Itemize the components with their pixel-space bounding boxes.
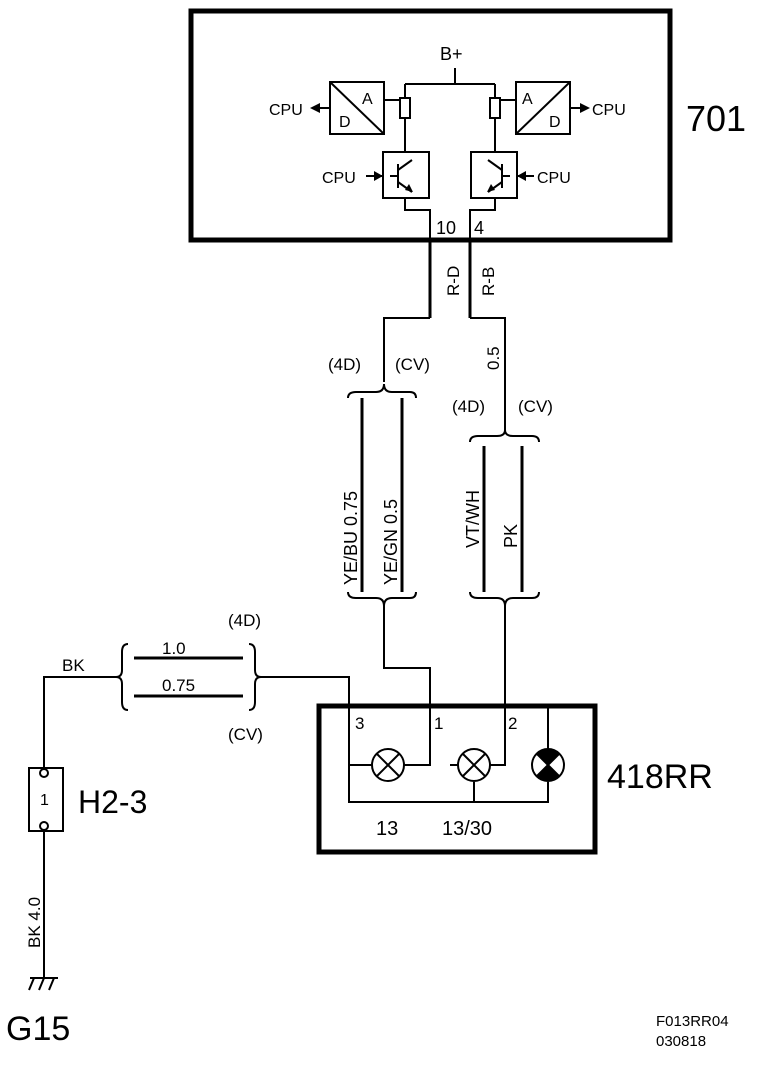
pin-2: 2 [508,714,517,733]
cpu-label-right-drv: CPU [537,170,571,187]
wire-rd-jog [383,317,430,382]
indicator-lamp-icon [531,748,565,782]
module-701-label: 701 [686,98,746,139]
ad-converter-left: A D [329,81,385,135]
variant-4d-top-right: (4D) [452,397,485,416]
module-418rr-label: 418RR [607,758,713,796]
wire-rb-jog [470,317,506,430]
ad-left-a: A [362,91,373,108]
harness: R-D R-B 0.5 (4D) (CV) YE/BU 0.75 YE/GN 0… [43,240,553,768]
module-418rr: 418RR 3 1 2 13 [316,703,713,855]
brace-top-left [347,383,417,399]
transistor-right [470,128,518,199]
connector-top-pin-icon [39,768,49,778]
pin-3: 3 [355,714,364,733]
transistor-left [382,128,430,199]
variant-cv-ground: (CV) [228,725,263,744]
pin-4: 4 [474,218,484,238]
ground-hatch-3 [48,977,55,991]
wire-yegn-label: YE/GN 0.5 [381,499,401,585]
ground-size-1-0: 1.0 [162,639,186,658]
arrow-in-right-icon [517,171,526,181]
cpu-label-right-ad: CPU [592,102,626,119]
footer-code: F013RR04 [656,1013,729,1030]
connector-bottom-pin-icon [39,821,49,831]
connector-label: H2-3 [78,784,147,820]
ad-right-d: D [549,114,561,131]
wire-rb-size: 0.5 [484,346,503,370]
resistor-left [399,97,411,119]
internal-common [348,765,549,803]
ground-g15: G15 [6,977,70,1048]
pin-10: 10 [436,218,456,238]
brace-bottom-right [469,591,540,607]
wire-bk-label: BK [62,656,85,675]
drv-left-out [404,198,431,240]
internal-pin2 [490,706,506,766]
lamp-2-icon [450,748,491,782]
wire-rb-label: R-B [479,267,498,296]
lamp-1-icon [371,748,405,782]
cpu-label-left-drv: CPU [322,170,356,187]
module-701-frame [188,8,673,243]
wire-pk-label: PK [501,524,521,548]
pin-1: 1 [434,714,443,733]
resistor-right [489,97,501,119]
variant-cv-top-left: (CV) [395,355,430,374]
connector-pin-number: 1 [40,792,49,809]
internal-pin1 [404,706,431,766]
ad-right-a: A [522,91,533,108]
arrow-left-icon [310,103,320,113]
ground-hatch-1 [28,977,35,991]
ad-converter-right: A D [515,81,571,135]
terminal-13-30: 13/30 [442,818,492,840]
terminal-13: 13 [376,818,398,840]
wire-ground-to-418 [261,676,350,706]
module-418rr-frame [316,703,598,855]
connector-h2-3: 1 H2-3 BK 4.0 [25,767,147,978]
wire-left-to-418 [383,606,431,706]
connector-body [28,767,64,832]
module-701: 701 B+ A D CPU A D [188,8,746,243]
wire-vtwh-label: VT/WH [463,490,483,548]
brace-top-right [469,429,540,443]
cpu-label-left-ad: CPU [269,102,303,119]
ad-left-d: D [339,114,351,131]
brace-bottom-left [347,591,417,607]
ground-label: G15 [6,1010,70,1048]
arrow-in-left-icon [374,171,383,181]
variant-4d-ground: (4D) [228,611,261,630]
ground-hatch-2 [38,977,45,991]
variant-4d-top-left: (4D) [328,355,361,374]
brace-ground-right [248,643,262,711]
wire-yebu-label: YE/BU 0.75 [341,491,361,585]
wire-bk-4-0-label: BK 4.0 [25,897,44,948]
wire-bk [43,676,116,768]
brace-ground-left [115,643,129,711]
drv-right-out [469,198,496,240]
arrow-right-icon [580,103,590,113]
footer-date: 030818 [656,1033,706,1050]
wire-rd-label: R-D [444,266,463,296]
ground-size-0-75: 0.75 [162,676,195,695]
variant-cv-top-right: (CV) [518,397,553,416]
supply-label: B+ [440,44,463,64]
